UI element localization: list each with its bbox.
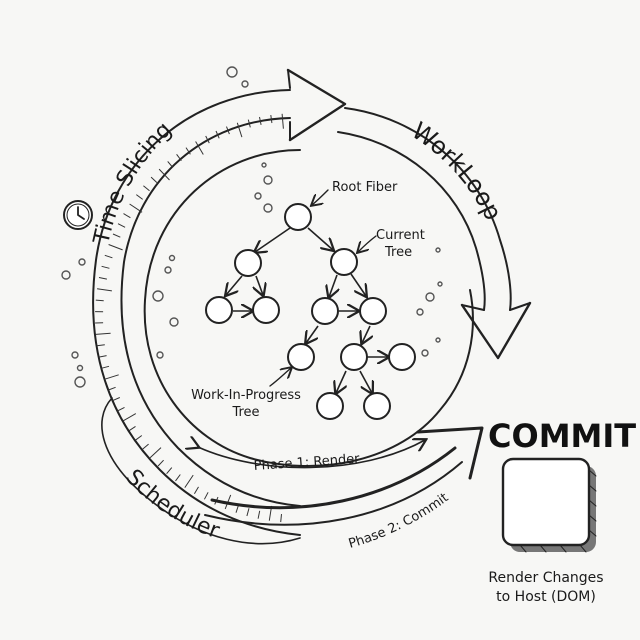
tick-mark xyxy=(123,213,131,219)
tick-mark xyxy=(195,141,204,155)
root-fiber-node xyxy=(284,203,312,231)
tick-mark xyxy=(167,161,174,168)
tick-mark xyxy=(184,474,194,488)
tick-mark xyxy=(158,168,170,181)
scheduler-label: Scheduler xyxy=(121,465,224,544)
tick-mark xyxy=(236,122,243,138)
tick-mark xyxy=(143,185,150,192)
fiber-node xyxy=(316,392,344,420)
wip-tree-label-line1: Work-In-Progress xyxy=(191,388,301,403)
clock-icon xyxy=(63,200,93,230)
tick-mark xyxy=(95,332,111,335)
tick-mark xyxy=(108,244,123,251)
tick-mark xyxy=(157,459,164,467)
inner-circle xyxy=(143,149,474,468)
tick-mark xyxy=(142,443,149,450)
tick-mark xyxy=(247,119,251,128)
tick-mark xyxy=(117,406,125,412)
tick-mark xyxy=(205,135,210,144)
phase1-label: Phase 1: Render xyxy=(253,452,360,474)
tick-mark xyxy=(136,194,143,200)
tick-mark xyxy=(104,374,119,380)
tick-mark xyxy=(98,355,107,358)
current-tree-label-line2: Tree xyxy=(384,245,412,260)
tick-mark xyxy=(259,116,262,125)
tick-mark xyxy=(107,386,116,391)
tick-mark xyxy=(97,288,112,292)
fiber-tree xyxy=(205,203,416,420)
tick-mark xyxy=(235,504,239,513)
tick-mark xyxy=(270,115,273,124)
scheduler-swoosh xyxy=(101,397,301,545)
tick-mark xyxy=(98,277,107,280)
decorative-bubbles xyxy=(61,66,443,388)
tick-mark xyxy=(215,130,220,139)
root-fiber-callout-arrow xyxy=(312,189,329,205)
tick-mark xyxy=(149,447,162,459)
tick-mark xyxy=(280,514,282,523)
tick-mark xyxy=(135,435,143,441)
commit-arrow xyxy=(204,426,484,526)
tick-mark xyxy=(122,413,137,422)
fiber-node xyxy=(363,392,391,420)
fiber-node xyxy=(205,296,233,324)
tick-mark xyxy=(185,147,191,155)
tick-mark xyxy=(257,510,261,519)
tick-mark xyxy=(129,203,143,213)
wip-tree-callout-arrow xyxy=(269,368,291,387)
commit-label: COMMIT xyxy=(488,417,636,455)
tick-mark xyxy=(96,344,105,347)
current-tree-label-line1: Current xyxy=(376,228,425,243)
fiber-node xyxy=(234,249,262,277)
fiber-node xyxy=(388,343,416,371)
tick-mark xyxy=(117,223,126,228)
tick-mark xyxy=(95,299,104,302)
tick-mark xyxy=(281,113,284,129)
time-slicing-band xyxy=(92,89,301,536)
render-changes-line1: Render Changes xyxy=(488,570,603,586)
fiber-node xyxy=(311,297,339,325)
tick-mark xyxy=(101,365,110,369)
tick-mark xyxy=(101,265,110,269)
tick-mark xyxy=(203,492,209,500)
host-dom-box-icon xyxy=(501,457,597,553)
tick-mark xyxy=(246,508,250,517)
fiber-node xyxy=(287,343,315,371)
current-tree-callout-arrow xyxy=(358,235,377,252)
fiber-node xyxy=(359,297,387,325)
fiber-node xyxy=(340,343,368,371)
wip-tree-label-line2: Tree xyxy=(231,405,259,420)
tick-mark xyxy=(176,154,182,161)
tick-mark xyxy=(226,126,230,135)
render-changes-line2: to Host (DOM) xyxy=(496,589,596,605)
tick-mark xyxy=(112,233,121,238)
tick-mark xyxy=(104,254,113,259)
tick-mark xyxy=(166,467,173,475)
tick-mark xyxy=(150,176,158,183)
tick-mark xyxy=(112,397,120,402)
time-slicing-arrowhead xyxy=(286,68,347,142)
phase1-arrow xyxy=(198,440,425,469)
workloop-band xyxy=(337,107,532,360)
tick-mark xyxy=(193,486,199,494)
fiber-node xyxy=(252,296,280,324)
fiber-node xyxy=(330,248,358,276)
phase2-label: Phase 2: Commit xyxy=(347,490,451,551)
root-fiber-label: Root Fiber xyxy=(332,180,398,195)
tick-mark xyxy=(175,474,181,482)
tick-mark xyxy=(128,425,136,432)
